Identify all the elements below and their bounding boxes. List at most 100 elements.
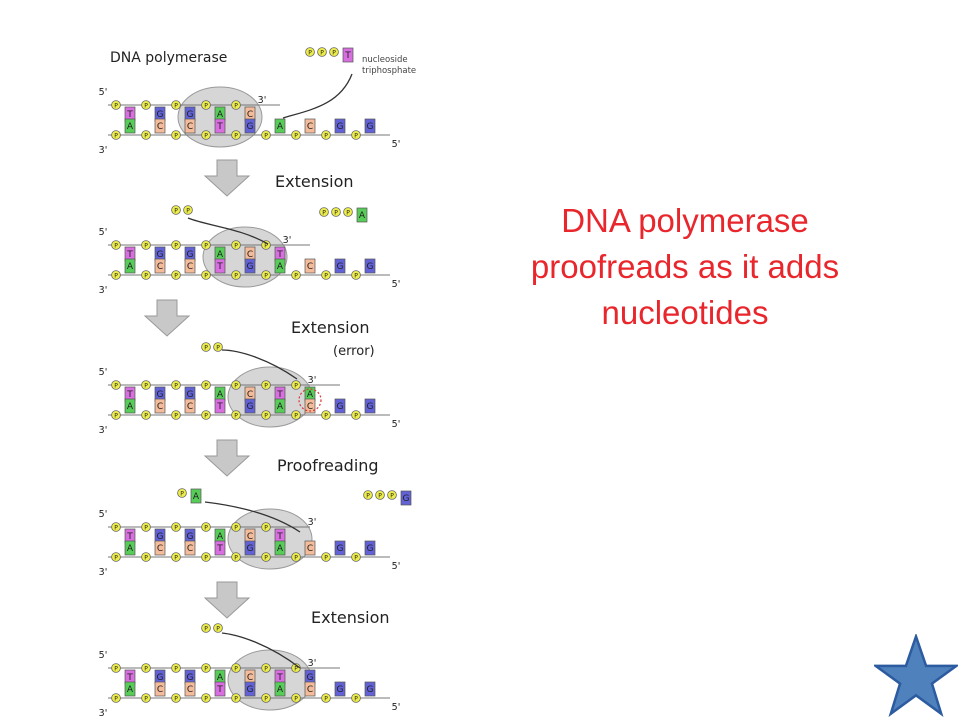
base-letter: A (127, 402, 134, 412)
phosphate-letter: P (354, 696, 358, 703)
phosphate (171, 270, 181, 280)
phosphate-letter: P (144, 696, 148, 703)
phosphate (317, 47, 327, 57)
phosphate (319, 207, 329, 217)
phosphate-letter: P (144, 383, 148, 390)
label-5prime-top: 5' (99, 227, 108, 238)
phosphate-group: P (321, 693, 331, 703)
label-5prime-top: 5' (99, 367, 108, 378)
base-G: G (334, 681, 346, 697)
base-letter: T (216, 544, 223, 554)
base-T: T (214, 258, 226, 274)
caption-line-2: proofreads as it adds (530, 248, 840, 285)
phosphate-letter: P (216, 345, 220, 352)
base-block (154, 540, 166, 556)
phosphate (201, 623, 211, 633)
base-G: G (244, 681, 256, 697)
phosphate-group: P (291, 130, 301, 140)
phosphate-group: P (261, 552, 271, 562)
phosphate-letter: P (204, 696, 208, 703)
phosphate-group: P (111, 522, 121, 532)
base-letter: T (276, 532, 283, 542)
phosphate-group: P (351, 270, 361, 280)
phosphate-group: P (363, 490, 373, 500)
phosphate (291, 693, 301, 703)
base-letter: G (337, 544, 344, 554)
base-letter: A (277, 122, 284, 132)
base-C: C (184, 258, 196, 274)
base-letter: C (157, 122, 163, 132)
phosphate (201, 663, 211, 673)
phosphate (171, 240, 181, 250)
base-T: T (214, 398, 226, 414)
base-letter: T (126, 390, 133, 400)
phosphate (321, 130, 331, 140)
base-block (214, 258, 226, 274)
base-block (124, 398, 136, 414)
base-A: A (356, 207, 368, 223)
base-letter: A (127, 685, 134, 695)
phosphate (201, 270, 211, 280)
base-block (364, 258, 376, 274)
base-letter: C (187, 544, 193, 554)
phosphate-group: P (141, 270, 151, 280)
phosphate-group: P (291, 410, 301, 420)
label-3prime-top: 3' (283, 235, 292, 246)
base-letter: T (126, 110, 133, 120)
phosphate-group: P (171, 270, 181, 280)
phosphate (171, 693, 181, 703)
base-letter: T (276, 673, 283, 683)
phosphate-group: P (331, 207, 341, 217)
phosphate (231, 693, 241, 703)
step-arrow (143, 299, 191, 337)
phosphate-group: P (171, 663, 181, 673)
phosphate-letter: P (204, 666, 208, 673)
phosphate (387, 490, 397, 500)
phosphate-letter: P (294, 273, 298, 280)
phosphate-group: P (171, 522, 181, 532)
phosphate-group: P (111, 663, 121, 673)
base-letter: A (127, 262, 134, 272)
step-label-proofreading: Proofreading (277, 456, 379, 475)
phosphate-group: P (201, 130, 211, 140)
label-3prime-bottom: 3' (99, 425, 108, 436)
phosphate-group: P (171, 240, 181, 250)
base-C: C (154, 398, 166, 414)
phosphate (291, 552, 301, 562)
base-letter: C (187, 122, 193, 132)
phosphate-group: P (141, 130, 151, 140)
label-3prime-top: 3' (308, 658, 317, 669)
base-G: G (244, 540, 256, 556)
phosphate-group: P (171, 410, 181, 420)
phosphate-group: P (231, 380, 241, 390)
phosphate-letter: P (180, 491, 184, 498)
phosphate-letter: P (174, 666, 178, 673)
phosphate-group: P (201, 270, 211, 280)
phosphate (291, 380, 301, 390)
base-letter: G (187, 673, 194, 683)
step-sublabel-error: (error) (333, 344, 375, 359)
caption-line-1: DNA polymerase (561, 202, 809, 239)
phosphate (261, 130, 271, 140)
base-C: C (154, 118, 166, 134)
base-block (124, 681, 136, 697)
base-block (334, 398, 346, 414)
phosphate (231, 522, 241, 532)
phosphate (177, 488, 187, 498)
base-letter: C (307, 685, 313, 695)
phosphate (231, 240, 241, 250)
base-A: A (274, 540, 286, 556)
phosphate-letter: P (294, 133, 298, 140)
phosphate-group: P (111, 100, 121, 110)
phosphate (111, 100, 121, 110)
base-block (364, 398, 376, 414)
star-icon[interactable] (874, 634, 958, 718)
phosphate-group: P (291, 380, 301, 390)
base-G: G (244, 398, 256, 414)
base-block (190, 488, 202, 504)
base-letter: C (307, 402, 313, 412)
phosphate-letter: P (144, 413, 148, 420)
phosphate-letter: P (346, 210, 350, 217)
phosphate-group: P (329, 47, 339, 57)
